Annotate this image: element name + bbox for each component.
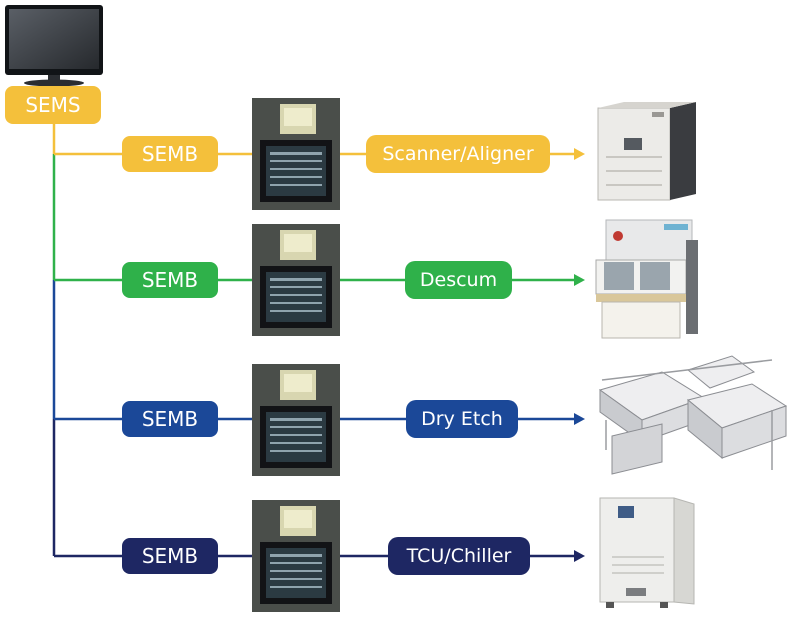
- sems-label: SEMS: [5, 86, 101, 124]
- equipment-label-4: TCU/Chiller: [388, 537, 530, 575]
- chiller-machine-icon: [599, 497, 695, 608]
- arrow-head-4: [574, 550, 585, 562]
- arrow-head-1: [574, 148, 585, 160]
- semb-label-3: SEMB: [122, 401, 218, 437]
- equipment-label-3: Dry Etch: [406, 400, 518, 438]
- arrow-head-2: [574, 274, 585, 286]
- controller-device-icon: [252, 500, 340, 612]
- monitor-icon: [5, 5, 103, 87]
- controller-device-icon: [252, 364, 340, 476]
- semb-label-2: SEMB: [122, 262, 218, 298]
- descum-machine-icon: [595, 219, 698, 339]
- semb-label-1: SEMB: [122, 136, 218, 172]
- equipment-label-1: Scanner/Aligner: [366, 135, 550, 173]
- equipment-label-2: Descum: [405, 261, 512, 299]
- controller-device-icon: [252, 98, 340, 210]
- dry-etch-machine-icon: [598, 355, 788, 475]
- arrow-head-3: [574, 413, 585, 425]
- semb-label-4: SEMB: [122, 538, 218, 574]
- controller-device-icon: [252, 224, 340, 336]
- scanner-machine-icon: [597, 102, 696, 201]
